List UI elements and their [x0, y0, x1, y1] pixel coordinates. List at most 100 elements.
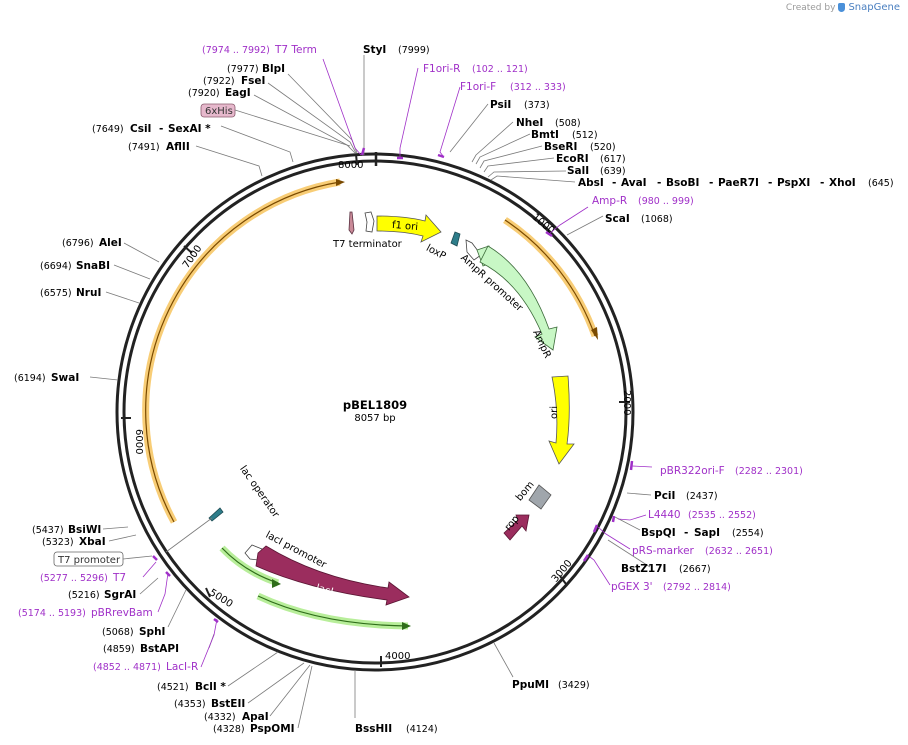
site-scai: ScaI — [605, 213, 630, 225]
primer-leader-lines — [142, 58, 653, 668]
site-avai-dash: - — [612, 177, 616, 189]
site-bstapi: BstAPI — [140, 643, 179, 655]
t7-promoter-box: T7 promoter — [53, 551, 124, 567]
site-xbai-pos: (5323) — [42, 537, 74, 548]
feature-laci-label: lacI — [315, 583, 335, 598]
site-pspxi: PspXI — [777, 177, 810, 189]
site-sgrai-pos: (5216) — [68, 590, 100, 601]
site-bsshii-pos: (4124) — [406, 724, 438, 735]
site-avai: AvaI — [621, 177, 647, 189]
primer-l4440: L4440 — [648, 509, 681, 521]
site-nrui-pos: (6575) — [40, 288, 72, 299]
site-bstz17i-pos: (2667) — [679, 564, 711, 575]
site-ecori-pos: (617) — [600, 154, 626, 165]
site-xhoi-dash: - — [820, 177, 824, 189]
primer-f1ori-r-range: (102 .. 121) — [472, 64, 528, 75]
watermark-prefix: Created by — [785, 2, 836, 13]
site-fsei-pos: (7922) — [203, 76, 235, 87]
site-csii-pos: (7649) — [92, 124, 124, 135]
feature-lac-operator — [208, 507, 224, 522]
site-blpi-pos: (7977) — [227, 64, 259, 75]
site-bsiwi: BsiWI — [68, 524, 101, 536]
feature-f1-ori — [376, 214, 442, 243]
primer-t7term: T7 Term — [274, 44, 317, 56]
primer-lacir-range: (4852 .. 4871) — [93, 662, 161, 673]
feature-f1-ori-label: f1 ori — [392, 220, 419, 233]
site-ppumi: PpuMI — [512, 679, 549, 691]
primer-marks — [152, 147, 634, 623]
watermark-brand: SnapGene — [848, 2, 900, 13]
site-nrui: NruI — [76, 287, 101, 299]
feature-ori — [548, 375, 575, 465]
tick-label-5000: 5000 — [207, 587, 234, 610]
site-snabi-pos: (6694) — [40, 261, 72, 272]
primer-f1ori-f: F1ori-F — [460, 81, 496, 93]
primer-t7term-range: (7974 .. 7992) — [202, 45, 270, 56]
feature-rop — [503, 514, 530, 541]
tick-label-8000: 8000 — [338, 160, 363, 171]
site-apai: ApaI — [242, 711, 269, 723]
t7-promoter-label: T7 promoter — [57, 555, 121, 566]
site-psii: PsiI — [490, 99, 511, 111]
his-tag-leader — [234, 109, 351, 147]
site-snabi: SnaBI — [76, 260, 110, 272]
site-psii-pos: (373) — [524, 100, 550, 111]
feature-t7-terminator-label: T7 terminator — [332, 239, 403, 250]
feature-t7-terminator — [348, 211, 355, 235]
site-sgrai: SgrAI — [104, 589, 136, 601]
site-xhoi: XhoI — [829, 177, 856, 189]
site-bcli-pos: (4521) — [157, 682, 189, 693]
site-sapi: SapI — [694, 527, 720, 539]
primer-l4440-range: (2535 .. 2552) — [688, 510, 756, 521]
feature-ampr — [479, 245, 558, 351]
site-pcii-pos: (2437) — [686, 491, 718, 502]
site-nhei: NheI — [516, 117, 543, 129]
orf-arc-right-head — [591, 327, 598, 340]
site-bsobi-dash: - — [657, 177, 661, 189]
tick-label-4000: 4000 — [385, 651, 410, 662]
primer-pbrrevbam-range: (5174 .. 5193) — [18, 608, 86, 619]
tick-marks — [121, 152, 630, 667]
primer-amp-r: Amp-R — [592, 195, 627, 207]
site-blpi: BlpI — [262, 63, 285, 75]
plasmid-size: 8057 bp — [354, 413, 395, 424]
orf-arc-left-line — [145, 181, 341, 523]
primer-pbr322ori-f: pBR322ori-F — [660, 465, 725, 477]
primer-pgex3: pGEX 3' — [611, 581, 653, 593]
site-scai-pos: (1068) — [641, 214, 673, 225]
site-aflii-pos: (7491) — [128, 142, 160, 153]
primer-amp-r-range: (980 .. 999) — [638, 196, 694, 207]
tick-label-6000: 6000 — [133, 429, 144, 454]
site-pcii: PciI — [654, 490, 675, 502]
site-alei-pos: (6796) — [62, 238, 94, 249]
his-tag-label: 6xHis — [205, 106, 233, 117]
orf-arc-green-2 — [256, 592, 409, 630]
site-aflii: AflII — [166, 141, 190, 153]
site-bspqi: BspQI — [641, 527, 676, 539]
site-bmti: BmtI — [531, 129, 559, 141]
orf-arc-right-line — [504, 219, 596, 337]
site-paer7i: PaeR7I — [718, 177, 759, 189]
primer-t7-range: (5277 .. 5296) — [40, 573, 108, 584]
site-bseri-pos: (520) — [590, 142, 616, 153]
site-sphi-pos: (5068) — [102, 627, 134, 638]
site-nhei-pos: (508) — [555, 118, 581, 129]
primer-prs-marker: pRS-marker — [632, 545, 695, 557]
orf-arc-green-2-head — [402, 622, 411, 630]
site-bsobi: BsoBI — [666, 177, 699, 189]
site-xbai: XbaI — [79, 536, 106, 548]
feature-loxp — [450, 231, 461, 247]
t7-promoter-leader — [122, 555, 153, 560]
site-csii: CsiI — [130, 123, 151, 135]
site-pspomi-pos: (4328) — [213, 724, 245, 735]
primer-pbr322ori-f-range: (2282 .. 2301) — [735, 466, 803, 477]
site-absi: AbsI — [578, 177, 604, 189]
site-sexai-dash: - — [159, 123, 163, 135]
site-styi-pos: (7999) — [398, 45, 430, 56]
site-bsiwi-pos: (5437) — [32, 525, 64, 536]
site-bseri: BseRI — [544, 141, 577, 153]
site-swai-pos: (6194) — [14, 373, 46, 384]
site-pspomi: PspOMI — [250, 723, 295, 735]
site-bsshii: BssHII — [355, 723, 392, 735]
